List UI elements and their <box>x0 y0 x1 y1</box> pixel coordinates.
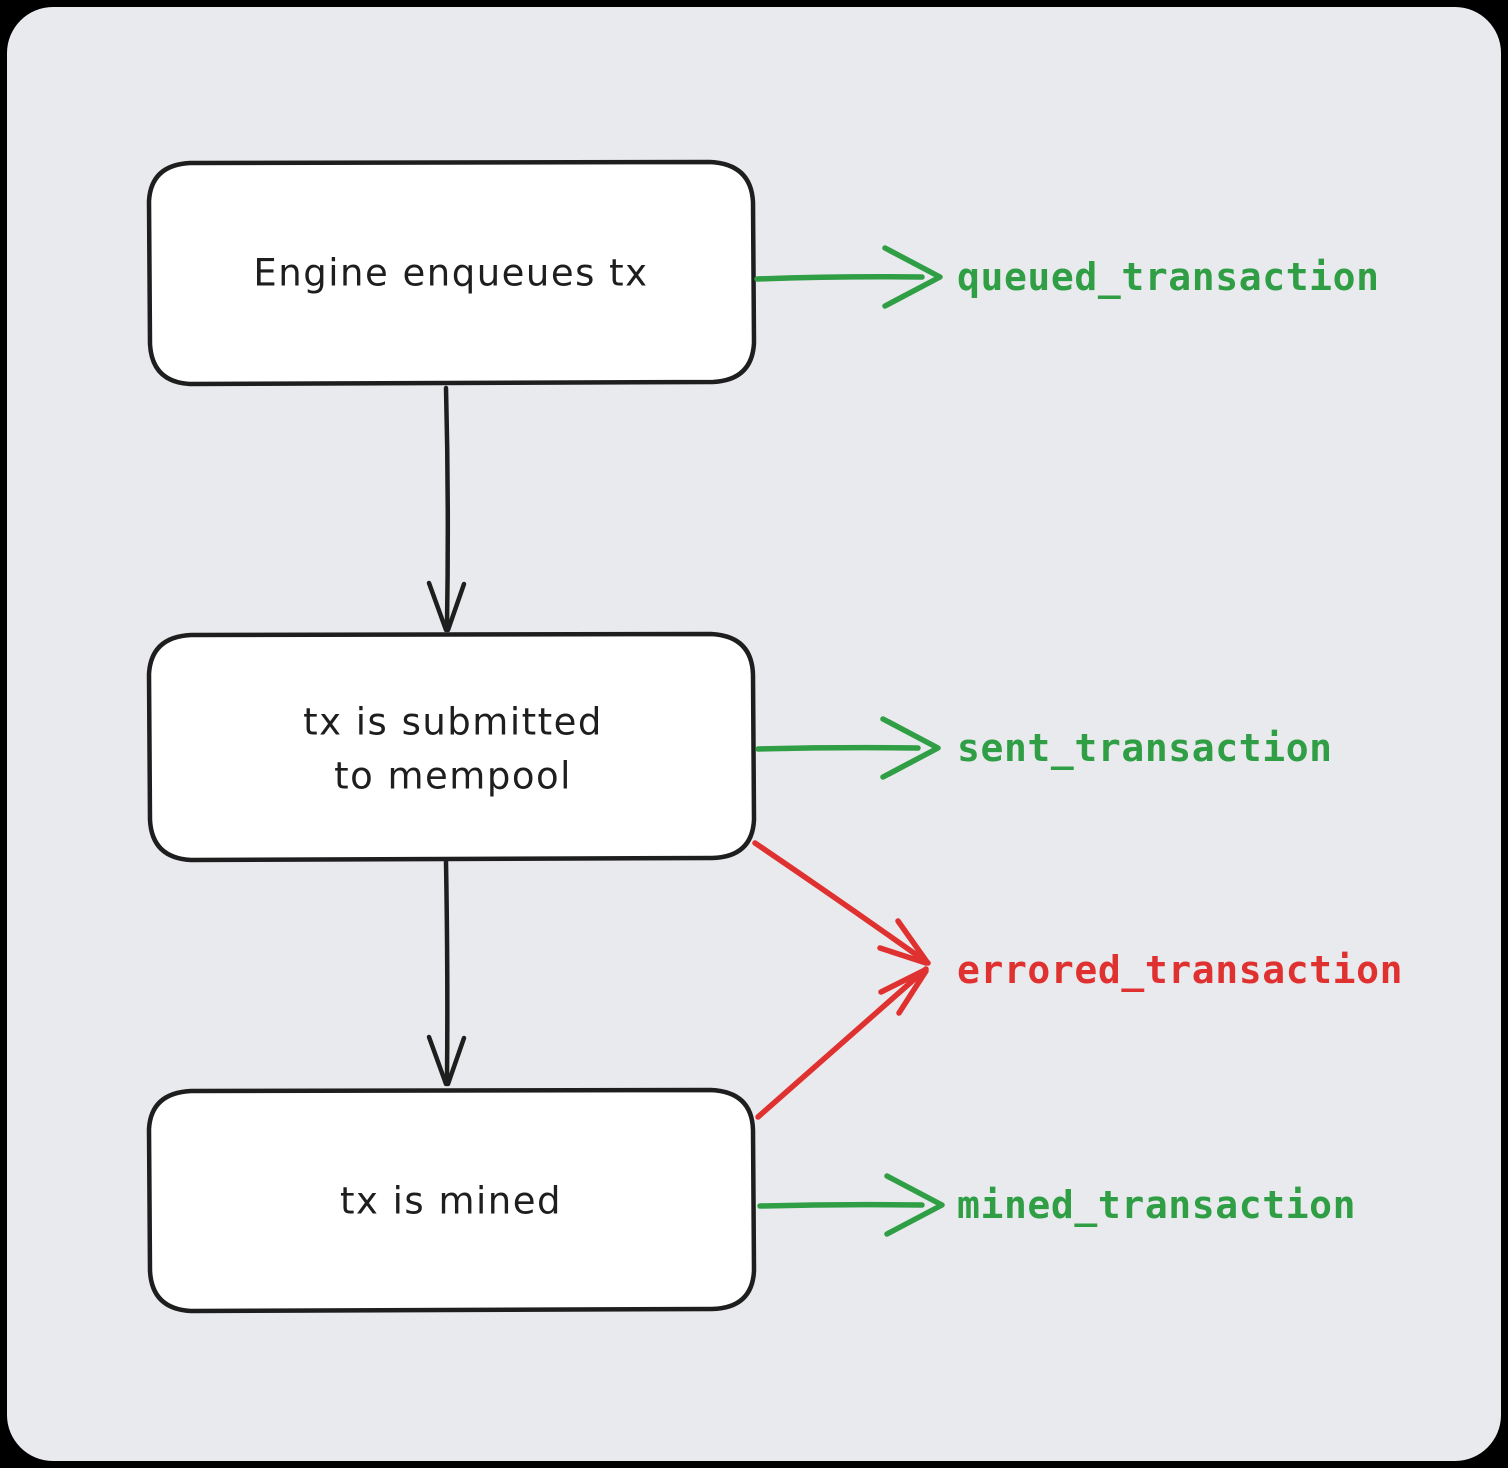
arrow-mined-event <box>757 1173 945 1237</box>
arrow-submitted-to-mined <box>426 859 467 1087</box>
arrow-submitted-to-errored <box>752 840 931 966</box>
arrow-sent-event <box>755 716 941 780</box>
arrow-shaft <box>443 385 451 627</box>
node-box <box>146 1087 757 1314</box>
green-arrowhead-icon <box>882 245 943 309</box>
arrowhead-down-icon <box>445 581 467 633</box>
event-label-sent: sent_transaction <box>957 726 1333 770</box>
arrowhead-down-icon <box>426 1034 449 1087</box>
red-arrowhead-icon <box>878 967 928 995</box>
event-label-queued: queued_transaction <box>957 255 1380 299</box>
green-arrowhead-icon <box>884 1173 945 1237</box>
node-label: tx is mined <box>340 1180 562 1223</box>
node-label: Engine enqueues tx <box>253 252 648 295</box>
arrow-queued-event <box>754 245 943 309</box>
red-arrowhead-icon <box>877 945 929 966</box>
green-arrow-shaft <box>754 274 925 282</box>
arrowhead-down-icon <box>445 1035 467 1087</box>
arrow-engine-to-submitted <box>426 385 467 633</box>
red-arrowhead-icon <box>896 968 929 1016</box>
arrow-mined-to-errored <box>755 966 929 1120</box>
arrowhead-down-icon <box>426 580 449 633</box>
red-arrow-shaft <box>755 966 929 1120</box>
node-box <box>146 159 757 387</box>
node-engine-enqueues-tx: Engine enqueues tx <box>146 159 757 387</box>
arrow-shaft <box>443 859 450 1081</box>
green-arrow-shaft <box>757 1201 925 1209</box>
event-label-errored: errored_transaction <box>957 948 1403 992</box>
node-label: tx is submitted <box>303 701 603 744</box>
green-arrow-shaft <box>755 744 921 752</box>
node-tx-mined: tx is mined <box>146 1087 757 1314</box>
node-tx-submitted-mempool: tx is submitted to mempool <box>146 631 757 863</box>
green-arrowhead-icon <box>880 716 941 780</box>
red-arrow-shaft <box>752 840 931 966</box>
node-label: to mempool <box>334 755 572 798</box>
red-arrowhead-icon <box>895 918 930 965</box>
event-label-mined: mined_transaction <box>957 1183 1356 1227</box>
node-box <box>146 631 757 863</box>
